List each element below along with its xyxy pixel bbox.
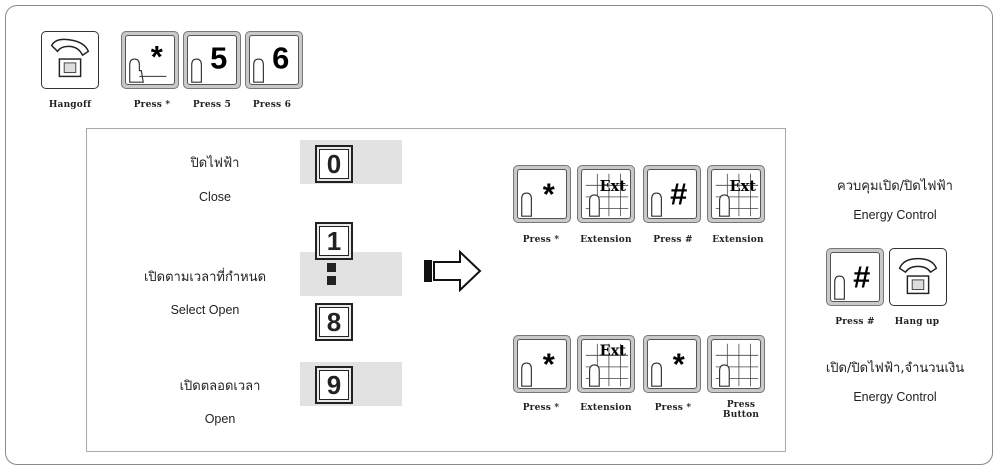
svg-text:*: * [543,347,555,382]
seq-a-ext-key-2-icon: Ext [707,165,765,223]
digit-9-key: 9 [315,366,353,404]
seq-a-label-4: Extension [712,235,764,245]
mode-select-open-english: Select Open [170,303,240,317]
range-dot-top [327,263,336,272]
press-5-label: Press 5 [192,100,232,110]
seq-a-label-1: Press * [522,235,560,245]
press-star-label: Press * [133,100,171,110]
mode-panel [86,128,786,452]
mode-open-thai: เปิดตลอดเวลา [179,379,261,394]
seq-b-label-1: Press * [522,403,560,413]
star-key-icon: * [121,31,179,89]
mode-close-thai: ปิดไฟฟ้า [190,156,240,171]
digit-0-text: 0 [319,149,349,179]
digit-8-key: 8 [315,303,353,341]
ext-text-b: Ext [600,342,627,359]
seq-a-label-2: Extension [580,235,632,245]
key-6-digit: 6 [272,41,289,76]
key-5-digit: 5 [210,41,227,76]
hangoff-phone-icon [41,31,99,89]
key-6-icon: 6 [245,31,303,89]
hash-text-right: # [853,260,870,295]
outer-frame [5,5,993,465]
seq-a-star-key-icon: * [513,165,571,223]
seq-b-star-key-2-icon: * [643,335,701,393]
right-hang-up-label: Hang up [894,317,940,327]
range-dot-mid [327,276,336,285]
svg-text:*: * [151,39,163,74]
seq-b-label-3: Press * [654,403,692,413]
right-hash-key-icon: # [826,248,884,306]
seq-b-label-4: Press Button [722,400,760,420]
right-hangup-phone-icon [889,248,947,306]
seq-b-button-key-icon [707,335,765,393]
digit-1-key: 1 [315,222,353,260]
ext-text-a1: Ext [600,178,627,195]
right-footer-thai: เปิด/ปิดไฟฟ้า,จำนวนเงิน [825,361,965,376]
digit-0-key: 0 [315,145,353,183]
seq-b-label-2: Extension [580,403,632,413]
digit-1-text: 1 [319,226,349,256]
seq-a-label-3: Press # [653,235,693,245]
svg-text:*: * [543,177,555,212]
seq-a-hash-key-icon: # [643,165,701,223]
seq-b-ext-key-icon: Ext [577,335,635,393]
hangoff-label: Hangoff [48,100,92,110]
mode-select-open-thai: เปิดตามเวลาที่กำหนด [143,270,267,285]
right-title-english: Energy Control [853,208,937,222]
mode-close-english: Close [199,190,231,204]
ext-text-a2: Ext [730,178,757,195]
mode-open-english: Open [204,412,236,426]
seq-b-star-key-icon: * [513,335,571,393]
right-title-thai: ควบคุมเปิด/ปิดไฟฟ้า [837,179,953,194]
press-6-label: Press 6 [252,100,292,110]
digit-8-text: 8 [319,307,349,337]
seq-a-ext-key-icon: Ext [577,165,635,223]
right-press-hash-label: Press # [835,317,875,327]
right-footer-english: Energy Control [853,390,937,404]
hash-text-a: # [670,177,687,212]
right-arrow-icon [424,249,482,293]
key-5-icon: 5 [183,31,241,89]
digit-9-text: 9 [319,370,349,400]
svg-text:*: * [673,347,685,382]
